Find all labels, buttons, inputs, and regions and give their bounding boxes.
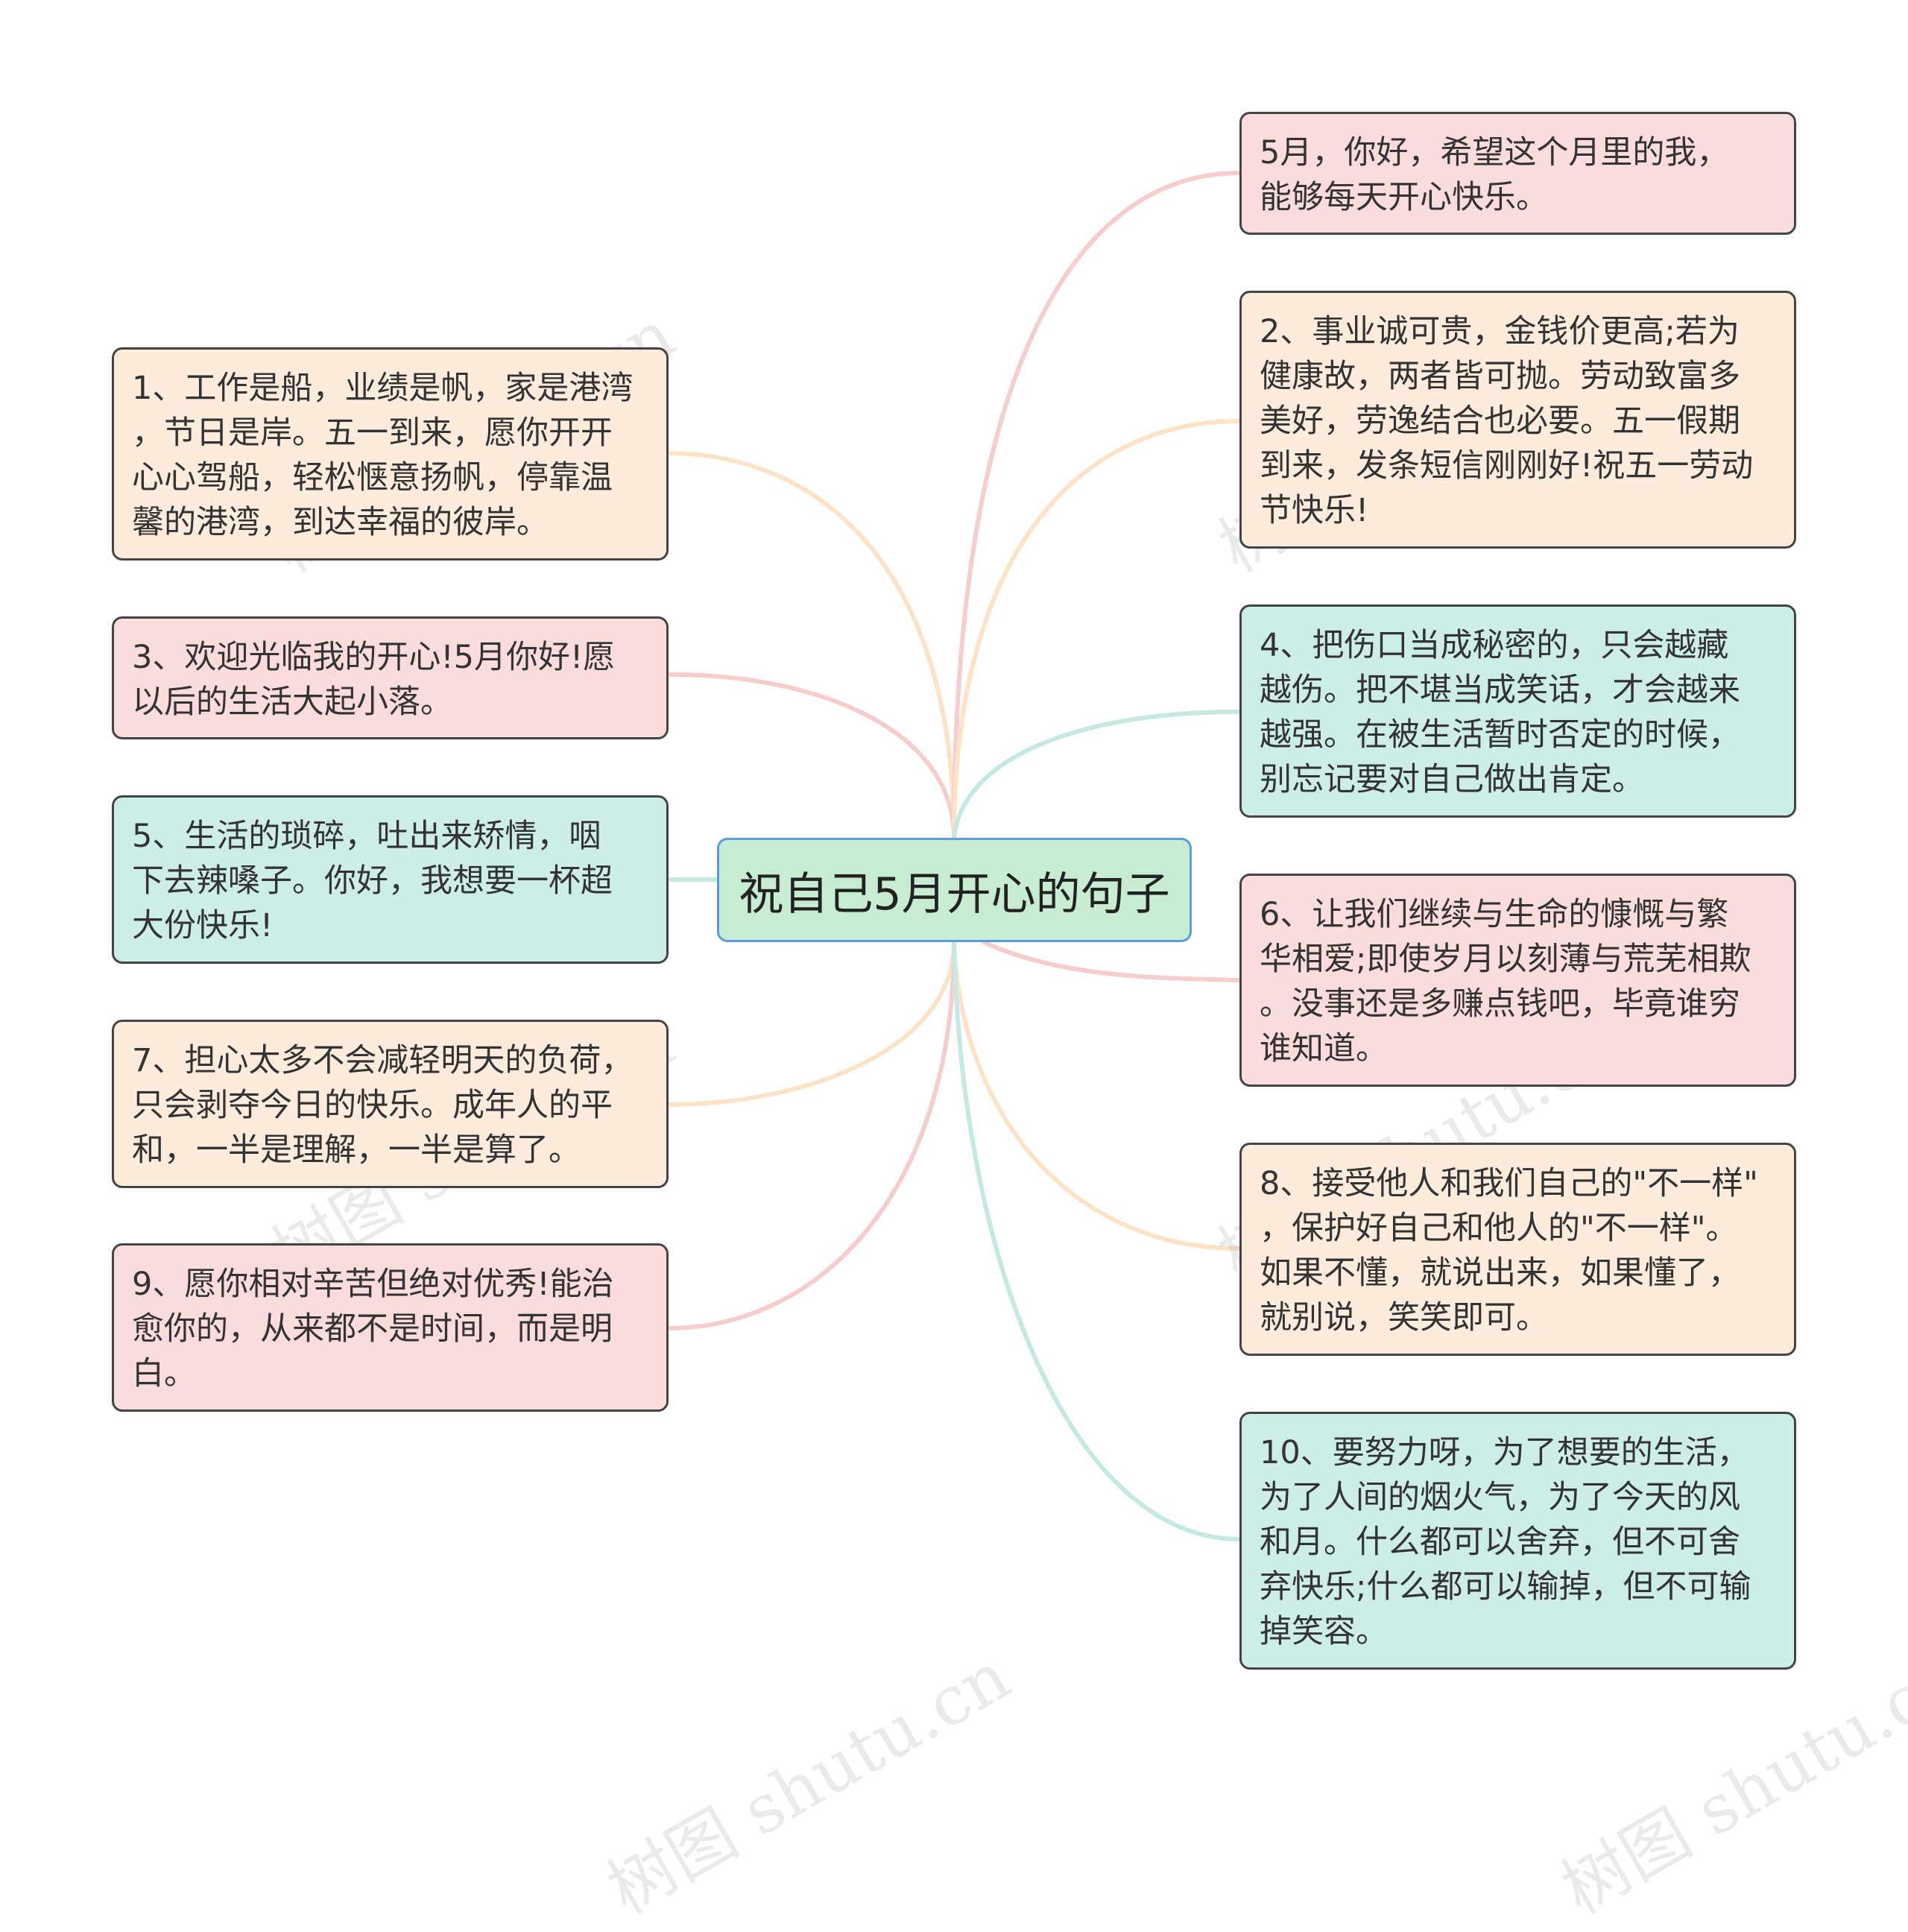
edge-n3 xyxy=(669,672,956,840)
edge-n7 xyxy=(669,940,956,1107)
topic-node-8[interactable]: 8、接受他人和我们自己的"不一样" ，保护好自己和他人的"不一样"。 如果不懂，… xyxy=(1239,1143,1796,1356)
edge-r4 xyxy=(952,710,1242,840)
connector-lines xyxy=(669,171,1242,1541)
topic-node-2[interactable]: 2、事业诚可贵，金钱价更高;若为 健康故，两者皆可抛。劳动致富多 美好，劳逸结合… xyxy=(1239,291,1796,549)
root-topic[interactable]: 祝自己5月开心的句子 xyxy=(717,838,1192,942)
topic-node-5[interactable]: 5、生活的琐碎，吐出来矫情，咽 下去辣嗓子。你好，我想要一杯超 大份快乐! xyxy=(112,795,669,964)
topic-node-3[interactable]: 3、欢迎光临我的开心!5月你好!愿 以后的生活大起小落。 xyxy=(112,616,669,739)
topic-node-6[interactable]: 6、让我们继续与生命的慷慨与繁 华相爱;即使岁月以刻薄与荒芜相欺 。没事还是多赚… xyxy=(1239,874,1796,1087)
edge-r2 xyxy=(952,419,1242,840)
topic-node-10[interactable]: 10、要努力呀，为了想要的生活， 为了人间的烟火气，为了今天的风 和月。什么都可… xyxy=(1239,1412,1796,1670)
edge-r6 xyxy=(982,940,1242,982)
edge-r10 xyxy=(952,940,1242,1541)
edge-r8 xyxy=(952,940,1242,1251)
root-topic-label: 祝自己5月开心的句子 xyxy=(739,868,1170,921)
edge-n9 xyxy=(669,940,956,1330)
topic-node-9[interactable]: 9、愿你相对辛苦但绝对优秀!能治 愈你的，从来都不是时间，而是明 白。 xyxy=(112,1243,669,1412)
topic-node-1[interactable]: 1、工作是船，业绩是帆，家是港湾 ，节日是岸。五一到来，愿你开开 心心驾船，轻松… xyxy=(112,347,669,561)
edge-n1 xyxy=(669,451,956,840)
edge-r0 xyxy=(952,171,1242,840)
topic-node-intro[interactable]: 5月，你好，希望这个月里的我， 能够每天开心快乐。 xyxy=(1239,112,1796,235)
topic-node-7[interactable]: 7、担心太多不会减轻明天的负荷， 只会剥夺今日的快乐。成年人的平 和，一半是理解… xyxy=(112,1020,669,1188)
topic-node-4[interactable]: 4、把伤口当成秘密的，只会越藏 越伤。把不堪当成笑话，才会越来 越强。在被生活暂… xyxy=(1239,604,1796,818)
